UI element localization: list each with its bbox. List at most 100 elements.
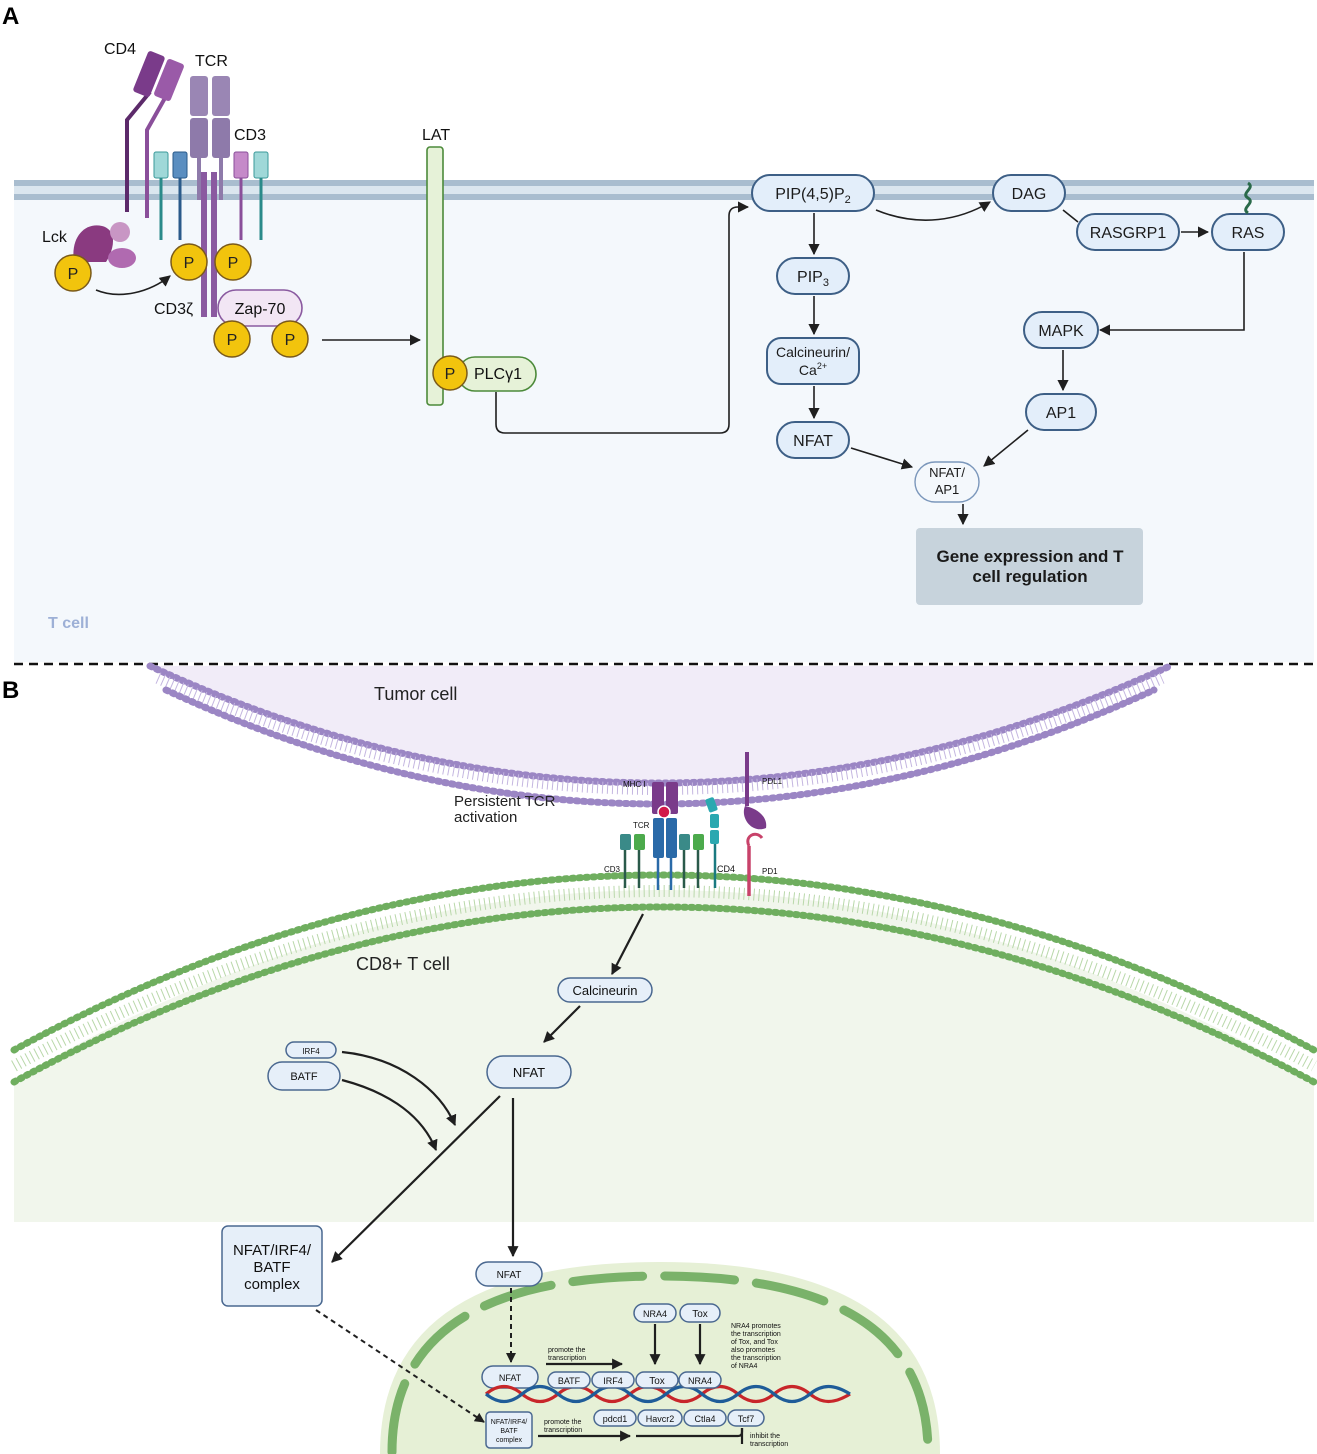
tumor-cell-label: Tumor cell	[374, 684, 457, 704]
pip3-text: PIP	[797, 269, 823, 286]
rasgrp1-label: RASGRP1	[1090, 225, 1167, 242]
svg-text:PIP(4,5)P2: PIP(4,5)P2	[775, 186, 850, 206]
lck-p-label: P	[68, 266, 79, 283]
zap70-p2-label: P	[285, 332, 296, 349]
gene-nra4: NRA4	[678, 1371, 722, 1389]
node-calcineurin-ca: Calcineurin/ Ca2+	[766, 337, 860, 385]
node-calcineurin-b: Calcineurin	[557, 977, 653, 1003]
nuc-nfat-label: NFAT	[497, 1270, 522, 1281]
panel-a: A T cell CD4 TCR	[2, 3, 1314, 662]
panel-a-label: A	[2, 3, 19, 30]
gene-l2: cell regulation	[972, 567, 1087, 586]
node-ap1: AP1	[1025, 393, 1097, 431]
complex-l3: complex	[244, 1276, 300, 1293]
nra4-label: NRA4	[643, 1309, 667, 1319]
t-cell-label: T cell	[48, 615, 89, 632]
node-small-complex: NFAT/IRF4/ BATF complex	[485, 1411, 533, 1449]
gene-pdcd1-label: pdcd1	[603, 1414, 628, 1424]
arrow-irf4-to-complex	[341, 1050, 457, 1127]
node-nfat-ap1: NFAT/ AP1	[914, 461, 980, 503]
cd3-label: CD3	[234, 127, 266, 144]
complex-l2: BATF	[253, 1259, 290, 1276]
node-mapk: MAPK	[1023, 311, 1099, 349]
gene-pdcd1: pdcd1	[593, 1409, 637, 1427]
cd8-cell-label: CD8+ T cell	[356, 954, 450, 974]
arrow-lck-to-cd3z	[95, 275, 171, 296]
membrane-outer	[14, 180, 1314, 186]
gene-batf: BATF	[547, 1371, 591, 1389]
calcineurin-l1: Calcineurin/	[776, 344, 850, 360]
dna-helix	[484, 1384, 851, 1404]
panel-b: B Tumor cell CD8+ T cell Persistent TCR …	[2, 662, 1317, 1454]
node-nra4: NRA4	[633, 1303, 677, 1323]
immune-synapse: MHC I TCR CD3 CD4 PDL1 PD1	[604, 752, 783, 896]
pip2-text: PIP(4,5)P	[775, 186, 844, 203]
plcg1-p-label: P	[445, 366, 456, 383]
promote-l2: transcription	[548, 1355, 586, 1362]
gene-batf-label: BATF	[558, 1376, 581, 1386]
calcineurin-l2: Ca	[799, 362, 817, 378]
tox-label: Tox	[692, 1309, 708, 1320]
gene-tox-label: Tox	[649, 1376, 665, 1387]
node-dag: DAG	[992, 174, 1066, 212]
pip3-sub: 3	[823, 277, 829, 289]
svg-text:Ca2+: Ca2+	[799, 361, 827, 378]
tcr-receptor: TCR	[190, 53, 230, 200]
tcr-label-b: TCR	[633, 821, 650, 830]
ras-anchor-icon	[1244, 181, 1252, 215]
cd3z-phospho-1	[170, 243, 208, 281]
inhibit-l1: inhibit the	[750, 1433, 780, 1440]
zap70: Zap-70 P P	[213, 289, 309, 358]
small-complex-l1: NFAT/IRF4/	[491, 1419, 527, 1426]
lat-label: LAT	[422, 127, 450, 144]
promote-l1: promote the	[548, 1347, 585, 1354]
mapk-label: MAPK	[1038, 323, 1084, 340]
nra4-note-5: the transcription	[731, 1355, 781, 1362]
arrow-ap1-to-complex	[983, 429, 1029, 467]
zap70-phospho-2	[271, 320, 309, 358]
arrow-pip2-to-dag	[875, 201, 991, 221]
cd3z-p1-label: P	[184, 255, 195, 272]
arrow-nfat-to-complex	[850, 447, 914, 470]
nra4-note-4: also promotes	[731, 1347, 775, 1354]
calcineurin-b-label: Calcineurin	[572, 983, 637, 998]
gene-havcr2-label: Havcr2	[646, 1414, 675, 1424]
gene-ctla4-label: Ctla4	[694, 1414, 715, 1424]
persistent-l1: Persistent TCR	[454, 793, 556, 810]
plcg1: P PLCγ1	[432, 355, 537, 392]
node-nfat-nuclear-entry: NFAT	[475, 1261, 543, 1287]
membrane-inner	[14, 194, 1314, 200]
cd4-receptor: CD4	[104, 41, 184, 218]
cd4-label: CD4	[104, 41, 136, 58]
arrow-plcg1-to-pip2	[495, 201, 750, 434]
gene-nra4-label: NRA4	[688, 1376, 712, 1386]
cd3z-p2-label: P	[228, 255, 239, 272]
zap70-p1-label: P	[227, 332, 238, 349]
nuc-nfat2-label: NFAT	[499, 1373, 522, 1383]
nfat-ap1-l2: AP1	[935, 482, 960, 497]
nucleus-envelope	[387, 1271, 933, 1454]
nra4-note-3: of Tox, and Tox	[731, 1339, 778, 1346]
lck-kinase: Lck P	[42, 222, 136, 292]
gene-irf4-label: IRF4	[603, 1376, 623, 1386]
promote2-l2: transcription	[544, 1427, 582, 1434]
small-complex-l3: complex	[496, 1437, 523, 1444]
node-nfat-irf4-batf-complex: NFAT/IRF4/ BATF complex	[221, 1225, 323, 1307]
persistent-l2: activation	[454, 809, 517, 826]
dag-label: DAG	[1012, 186, 1047, 203]
nfat-b-label: NFAT	[513, 1065, 545, 1080]
cd3-zeta: CD3ζ	[154, 172, 217, 318]
gene-l1: Gene expression and T	[936, 547, 1124, 566]
pdl1-label: PDL1	[762, 777, 783, 786]
gene-tcf7: Tcf7	[727, 1409, 765, 1427]
gene-tox: Tox	[635, 1371, 679, 1389]
zap70-label: Zap-70	[235, 301, 286, 318]
nra4-note-2: the transcription	[731, 1331, 781, 1338]
gene-irf4: IRF4	[591, 1371, 635, 1389]
gene-expression-box: Gene expression and T cell regulation	[916, 528, 1143, 605]
ras-label: RAS	[1232, 225, 1265, 242]
cd8-membrane-inner	[10, 903, 1317, 1086]
membrane-core	[14, 186, 1314, 194]
lat-adaptor: LAT	[422, 127, 450, 406]
arrow-calcineurin-to-nfat-b	[543, 1005, 581, 1043]
